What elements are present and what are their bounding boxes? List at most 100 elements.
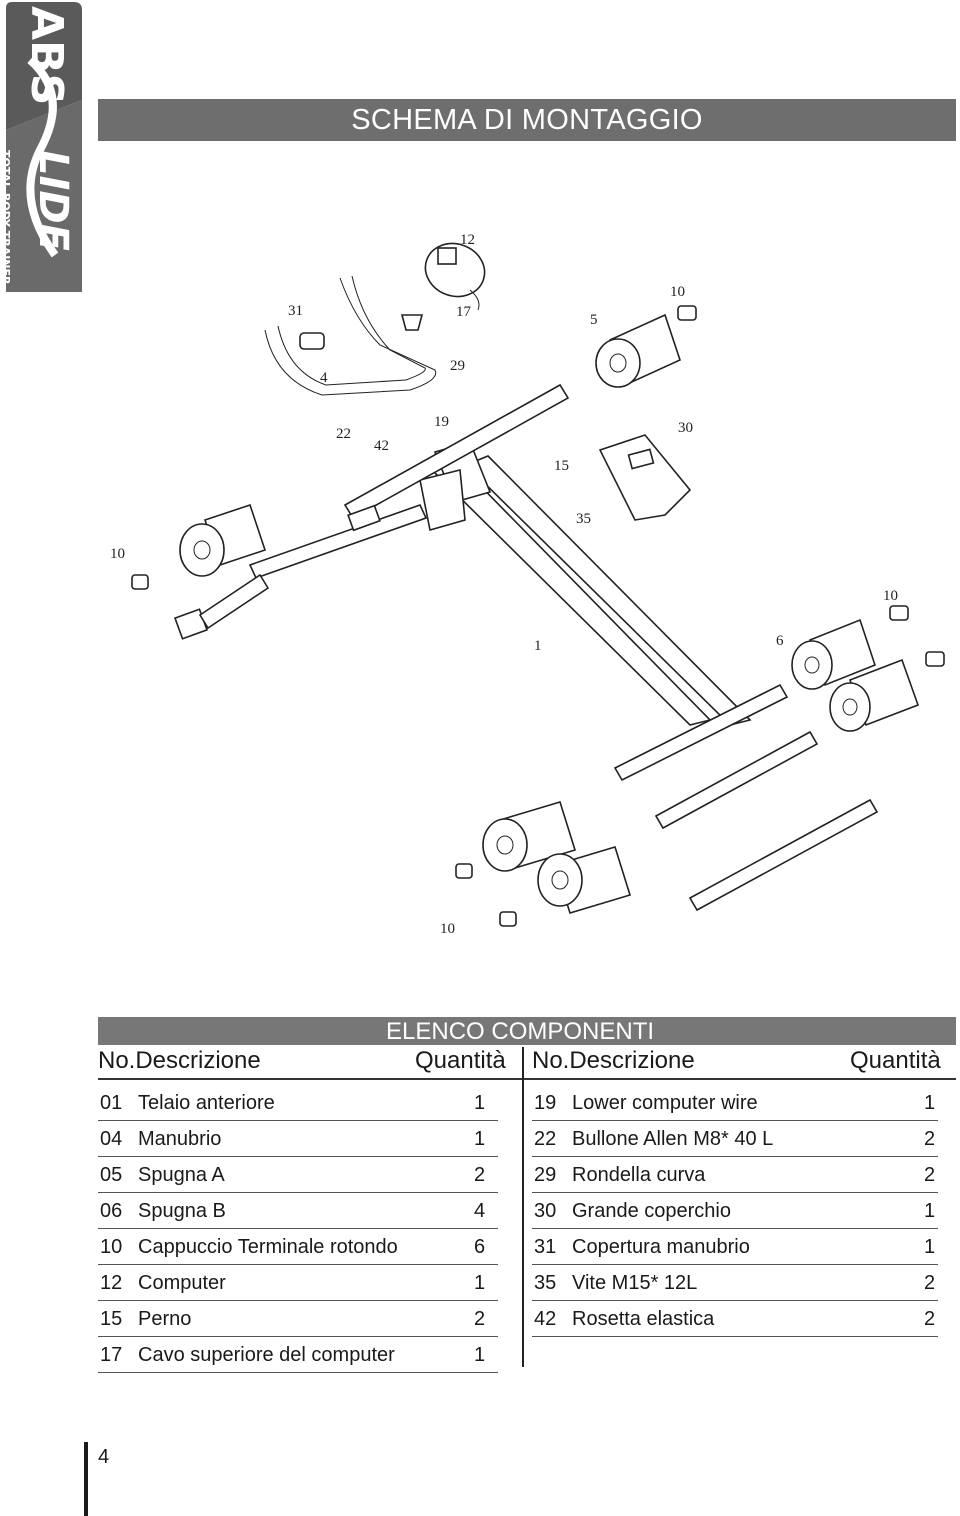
computer-unit	[424, 242, 486, 311]
component-qty: 2	[924, 1128, 936, 1150]
component-qty: 1	[924, 1200, 936, 1222]
component-desc: Perno	[138, 1308, 192, 1330]
upper-crossbar	[173, 383, 570, 640]
handlebar	[264, 275, 437, 396]
header-rule	[98, 1078, 956, 1080]
main-frame	[419, 441, 752, 726]
roller-top-left	[179, 503, 267, 577]
component-no: 15	[100, 1308, 123, 1330]
row-rule	[532, 1228, 938, 1229]
component-qty: 2	[474, 1164, 486, 1186]
component-no: 19	[534, 1092, 557, 1114]
component-desc: Vite M15* 12L	[572, 1272, 698, 1294]
component-qty: 2	[924, 1272, 936, 1294]
components-title: ELENCO COMPONENTI	[386, 1018, 655, 1045]
component-no: 12	[100, 1272, 123, 1294]
component-desc: Rosetta elastica	[572, 1308, 715, 1330]
part-label: 17	[456, 304, 472, 320]
component-no: 42	[534, 1308, 557, 1330]
part-label: 19	[434, 414, 449, 430]
component-desc: Lower computer wire	[572, 1092, 758, 1114]
part-label: 10	[670, 284, 685, 300]
component-desc: Manubrio	[138, 1128, 222, 1150]
component-qty: 1	[474, 1128, 486, 1150]
part-label: 42	[374, 438, 389, 454]
part-label: 22	[336, 426, 351, 442]
component-desc: Cavo superiore del computer	[138, 1344, 395, 1366]
row-rule	[532, 1156, 938, 1157]
row-rule	[98, 1336, 498, 1337]
component-desc: Spugna A	[138, 1164, 225, 1186]
component-qty: 1	[924, 1236, 936, 1258]
component-no: 04	[100, 1128, 123, 1150]
column-divider	[522, 1047, 524, 1367]
component-no: 29	[534, 1164, 557, 1186]
component-desc: Telaio anteriore	[138, 1092, 275, 1114]
component-qty: 6	[474, 1236, 486, 1258]
row-rule	[98, 1120, 498, 1121]
roller-lower-1	[482, 801, 577, 872]
component-qty: 4	[474, 1200, 486, 1222]
page-bar	[84, 1442, 88, 1516]
row-rule	[532, 1264, 938, 1265]
logo-word-top: ABS	[21, 6, 72, 105]
part-label: 10	[440, 921, 455, 937]
right-desc-header: No.Descrizione	[532, 1047, 695, 1074]
part-label: 12	[460, 232, 475, 248]
page-title: SCHEMA DI MONTAGGIO	[351, 103, 703, 136]
component-no: 17	[100, 1344, 123, 1366]
title-bar: SCHEMA DI MONTAGGIO	[98, 99, 956, 141]
row-rule	[98, 1228, 498, 1229]
component-desc: Computer	[138, 1272, 226, 1294]
left-qty-header: Quantità	[415, 1047, 506, 1074]
component-desc: Spugna B	[138, 1200, 226, 1222]
logo-tagline: TOTAL BODY TRAINER	[0, 150, 12, 285]
row-rule	[532, 1300, 938, 1301]
component-desc: Grande coperchio	[572, 1200, 731, 1222]
component-qty: 2	[474, 1308, 486, 1330]
component-qty: 1	[474, 1092, 486, 1114]
part-label: 15	[554, 458, 569, 474]
component-qty: 2	[924, 1164, 936, 1186]
row-rule	[532, 1120, 938, 1121]
page-number: 4	[98, 1446, 110, 1468]
part-label: 31	[288, 303, 303, 319]
component-no: 01	[100, 1092, 123, 1114]
component-qty: 1	[474, 1344, 486, 1366]
roller-top-right	[595, 313, 681, 388]
roller-lower-4	[829, 658, 920, 732]
part-label: 35	[576, 511, 591, 527]
row-rule	[98, 1192, 498, 1193]
component-no: 06	[100, 1200, 123, 1222]
large-cover	[598, 434, 692, 521]
component-no: 10	[100, 1236, 123, 1258]
row-rule	[98, 1156, 498, 1157]
assembly-diagram: 12 31 17 5 10 4 29 22 42 19 15 30 35 10 …	[110, 232, 945, 937]
part-label: 29	[450, 358, 465, 374]
component-no: 05	[100, 1164, 123, 1186]
right-qty-header: Quantità	[850, 1047, 941, 1074]
row-rule	[98, 1300, 498, 1301]
part-label: 6	[776, 633, 784, 649]
logo-word-bottom: LIDE	[30, 150, 76, 251]
component-desc: Bullone Allen M8* 40 L	[572, 1128, 774, 1150]
roller-lower-3	[791, 618, 876, 690]
abslide-logo: ABS LIDE TOTAL BODY TRAINER	[0, 2, 82, 292]
roller-lower-2	[537, 846, 632, 914]
component-no: 31	[534, 1236, 557, 1258]
row-rule	[532, 1192, 938, 1193]
components-header: ELENCO COMPONENTI	[98, 1017, 956, 1045]
part-label: 5	[590, 312, 598, 328]
component-qty: 1	[924, 1092, 936, 1114]
row-rule	[532, 1336, 938, 1337]
part-label: 10	[883, 588, 898, 604]
end-caps	[131, 305, 945, 927]
component-qty: 1	[474, 1272, 486, 1294]
component-no: 35	[534, 1272, 557, 1294]
part-label: 1	[534, 638, 542, 654]
component-no: 30	[534, 1200, 557, 1222]
row-rule	[98, 1264, 498, 1265]
row-rule	[98, 1372, 498, 1373]
part-label: 4	[320, 370, 328, 386]
component-no: 22	[534, 1128, 557, 1150]
